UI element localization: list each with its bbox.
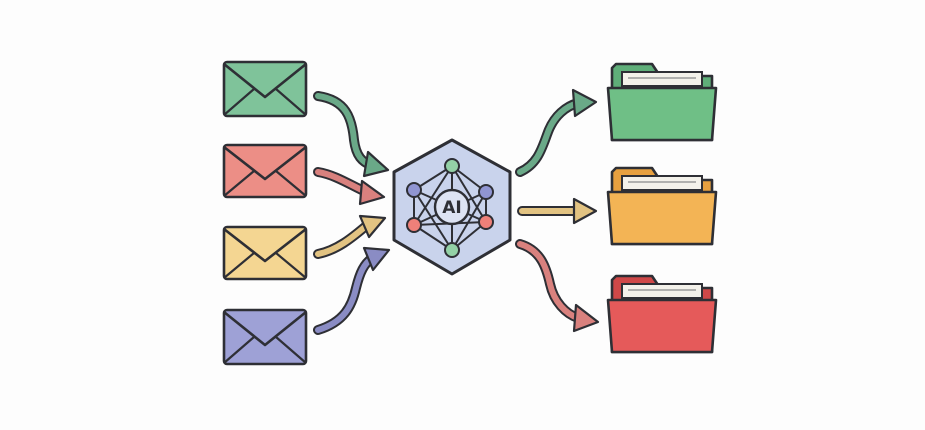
- arrow-green-in: [313, 91, 390, 178]
- network-node: [406, 182, 422, 198]
- network-node: [406, 217, 422, 233]
- network-node: [478, 214, 494, 230]
- arrow-yellow-out: [517, 197, 598, 225]
- ai-label: AI: [442, 198, 461, 218]
- arrow-red-in: [313, 167, 386, 206]
- envelope-icon-purple: [222, 308, 308, 366]
- arrow-red-out: [515, 239, 600, 333]
- arrow-purple-in: [313, 246, 391, 335]
- ai-core: [433, 188, 471, 226]
- ai-hexagon: AI: [392, 138, 512, 276]
- network-node: [444, 158, 460, 174]
- folder-icon-green: [606, 62, 718, 142]
- folder-icon-red: [606, 274, 718, 354]
- envelope-icon-green: [222, 60, 308, 118]
- arrow-green-out: [515, 88, 598, 177]
- arrow-yellow-in: [313, 214, 387, 259]
- network-node: [478, 184, 494, 200]
- folder-icon-orange: [606, 166, 718, 246]
- network-node: [444, 242, 460, 258]
- envelope-icon-yellow: [222, 225, 308, 281]
- envelope-icon-red: [222, 143, 308, 199]
